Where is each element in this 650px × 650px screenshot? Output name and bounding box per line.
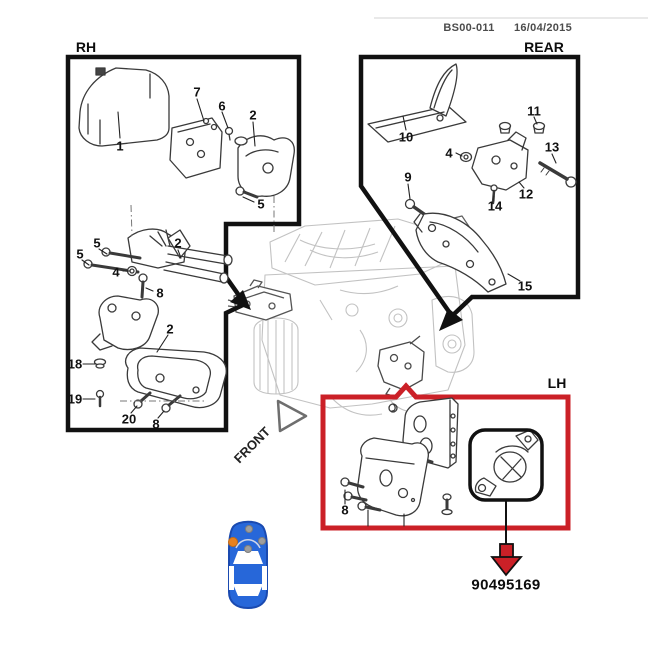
down-arrow-icon [490, 543, 523, 577]
leader-lines [81, 98, 557, 527]
rear-section-box [358, 54, 581, 331]
section-label-rh: RH [75, 39, 97, 55]
section-label-lh: LH [547, 375, 567, 391]
mount-dot-center [244, 545, 252, 553]
lh-parts-drawing [340, 397, 539, 517]
car-top-view-icon [228, 520, 268, 610]
rear-pointer-arrow [439, 308, 463, 331]
lh-mount-on-engine [377, 335, 425, 398]
rh-parts-drawing [78, 67, 295, 413]
highlighted-part-number: 90495169 [471, 576, 541, 594]
mount-dot-top [245, 525, 253, 533]
rear-parts-drawing [367, 63, 577, 293]
construction-lines [120, 196, 275, 402]
mount-dot-right [258, 537, 266, 545]
section-label-rear: REAR [524, 39, 564, 55]
rh-pointer-arrow [230, 290, 251, 310]
rh-section-box [65, 54, 302, 433]
front-triangle-icon [276, 399, 308, 433]
mount-dot-lh-orange [228, 537, 238, 547]
doc-code: BS00-011 [443, 22, 495, 34]
lh-section-box [320, 382, 571, 531]
doc-date: 16/04/2015 [513, 22, 573, 34]
